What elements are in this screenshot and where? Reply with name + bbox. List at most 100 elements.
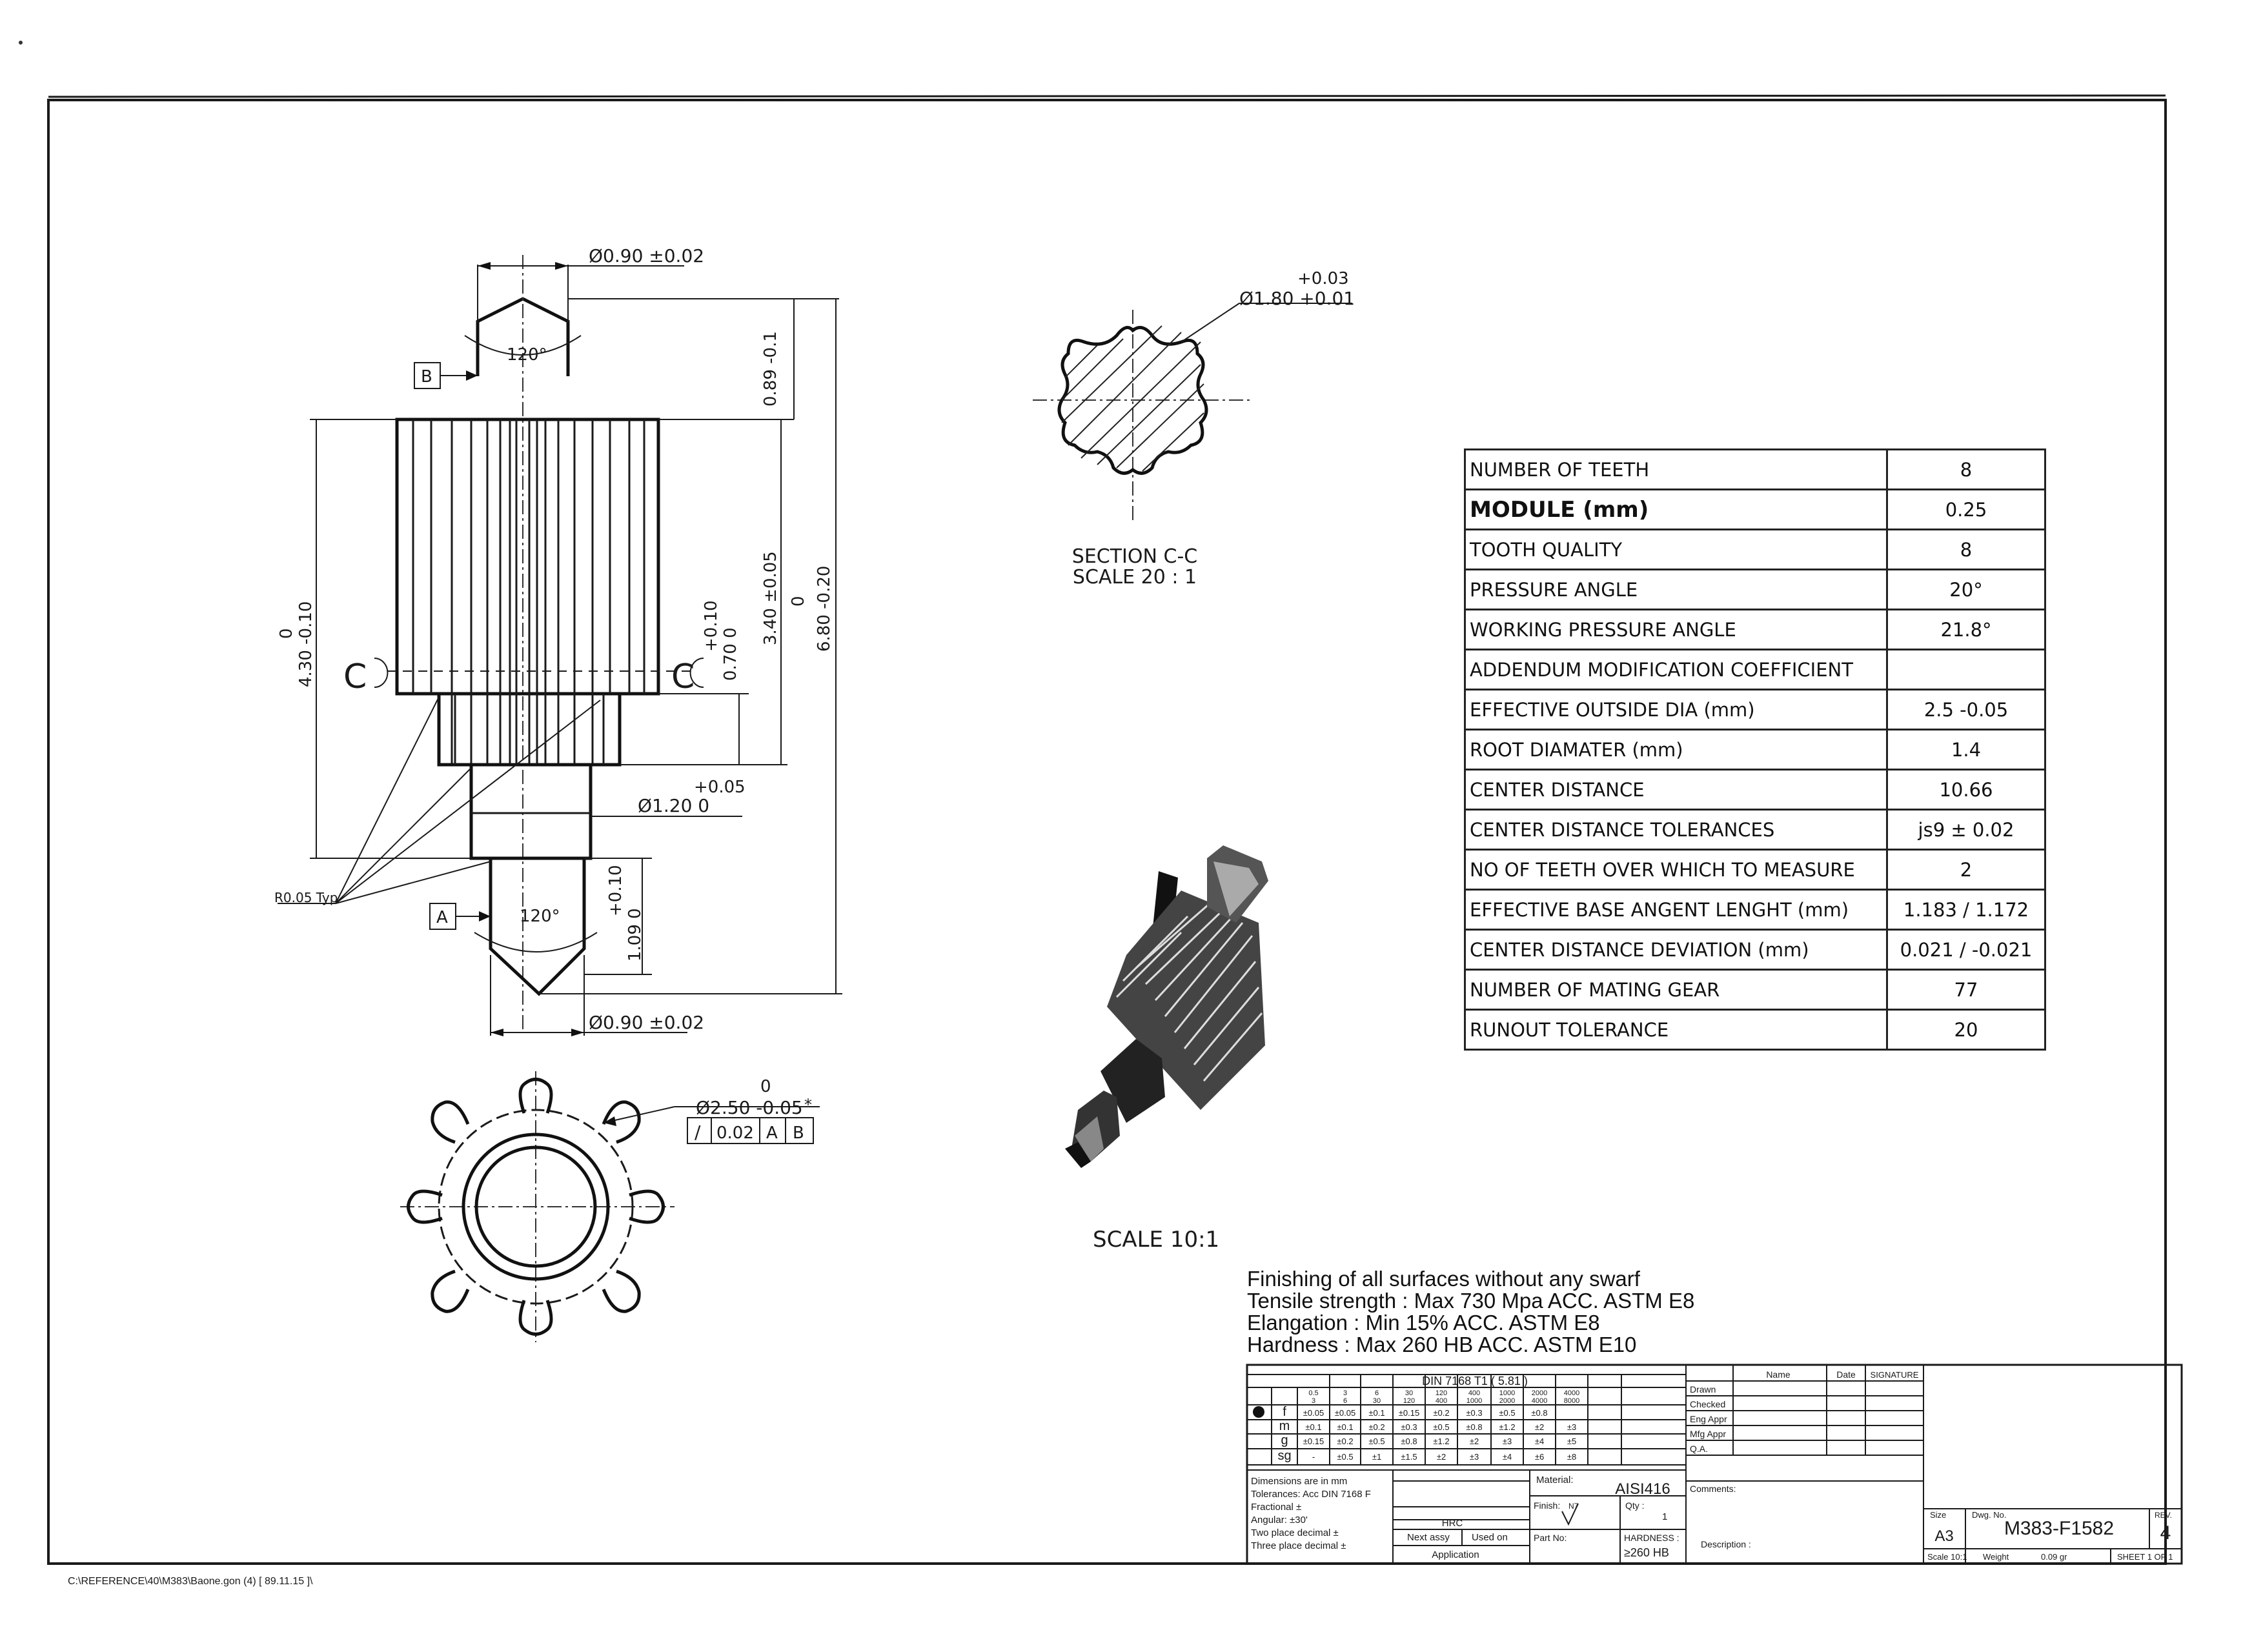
- note-line: Finishing of all surfaces without any sw…: [1247, 1267, 1640, 1291]
- tol-range-headers: 0.53366303012012040040010001000200020004…: [1308, 1389, 1579, 1405]
- finish-check-icon: [1561, 1503, 1579, 1526]
- tol-cell: ±0.5: [1499, 1408, 1515, 1418]
- dim-109: 1.09 0: [625, 908, 645, 962]
- spec-label: MODULE (mm): [1464, 489, 1888, 530]
- tol-cell: ±3: [1567, 1422, 1576, 1432]
- spec-label: ADDENDUM MODIFICATION COEFFICIENT: [1464, 649, 1888, 690]
- runout-datum-a: A: [766, 1123, 778, 1143]
- tol-cell: -: [1312, 1452, 1315, 1462]
- tol-class: g: [1281, 1433, 1288, 1447]
- tol-cell: ±0.05: [1303, 1408, 1324, 1418]
- section-scale: SCALE 20 : 1: [1073, 566, 1197, 589]
- tol-cell: ±1: [1372, 1452, 1381, 1462]
- weight-value: 0.09 gr: [2041, 1552, 2067, 1562]
- spec-label: CENTER DISTANCE TOLERANCES: [1464, 809, 1888, 851]
- spec-label: NO OF TEETH OVER WHICH TO MEASURE: [1464, 849, 1888, 891]
- runout-value: 0.02: [716, 1123, 754, 1143]
- tol-cell: ±0.1: [1305, 1422, 1321, 1432]
- tol-range-cell: 6: [1375, 1389, 1379, 1397]
- dim-angle-bottom: 120°: [520, 907, 560, 926]
- appr-qa: Q.A.: [1690, 1444, 1708, 1454]
- frame-top-shadow: [48, 94, 2166, 98]
- tol-cell: ±1.5: [1401, 1452, 1417, 1462]
- tol-cell: ±0.8: [1466, 1422, 1482, 1432]
- tol-cell: ±1.2: [1499, 1422, 1515, 1432]
- tol-cell: ±4: [1535, 1436, 1544, 1446]
- leader-note: R0.05 Typ: [274, 890, 338, 905]
- tol-cell: ±0.3: [1401, 1422, 1417, 1432]
- gen-hrc: HRC: [1442, 1518, 1463, 1529]
- tol-cell: ±0.15: [1399, 1408, 1419, 1418]
- datum-b-label: B: [421, 367, 432, 387]
- gen-tol: Tolerances: Acc DIN 7168 F: [1251, 1489, 1371, 1500]
- hardness-label: HARDNESS :: [1624, 1533, 1679, 1543]
- dim-680-upper: 0: [789, 596, 808, 607]
- runout-datum-b: B: [793, 1123, 804, 1143]
- tol-range-cell: 4000: [1564, 1389, 1579, 1397]
- dim-430: 4.30 -0.10: [296, 601, 316, 687]
- spec-value: 20: [1886, 1009, 2046, 1051]
- tol-cell: ±3: [1470, 1452, 1479, 1462]
- dwg-no-label: Dwg. No.: [1972, 1510, 2006, 1520]
- spec-row: CENTER DISTANCE DEVIATION (mm)0.021 / -0…: [1464, 929, 2046, 971]
- tol-class: sg: [1277, 1449, 1291, 1463]
- spec-value: 20°: [1886, 569, 2046, 610]
- dwg-no-value: M383-F1582: [2004, 1518, 2114, 1539]
- tol-cell: ±0.5: [1433, 1422, 1449, 1432]
- spec-value: 0.25: [1886, 489, 2046, 530]
- section-dim-upper: +0.03: [1297, 269, 1349, 288]
- tol-cell: ±2: [1470, 1436, 1479, 1446]
- dim-680: 6.80 -0.20: [815, 566, 834, 652]
- section-marker-right: C: [671, 658, 695, 696]
- spec-row: ADDENDUM MODIFICATION COEFFICIENT: [1464, 649, 2046, 690]
- datum-a-label: A: [436, 908, 448, 927]
- gen-three-place: Three place decimal ±: [1251, 1540, 1346, 1551]
- spec-value: 8: [1886, 529, 2046, 570]
- spec-label: NUMBER OF TEETH: [1464, 448, 1888, 490]
- spec-row: EFFECTIVE BASE ANGENT LENGHT (mm)1.183 /…: [1464, 889, 2046, 931]
- section-view: [1033, 303, 1352, 523]
- tol-range-cell: 3: [1312, 1397, 1315, 1405]
- qty-value: 1: [1662, 1511, 1667, 1522]
- spec-value: 2: [1886, 849, 2046, 891]
- tol-cell: ±4: [1503, 1452, 1512, 1462]
- tol-cell: ±0.5: [1337, 1452, 1353, 1462]
- tol-range-cell: 1000: [1466, 1397, 1482, 1405]
- spec-label: CENTER DISTANCE: [1464, 769, 1888, 811]
- tol-range-cell: 1000: [1499, 1389, 1515, 1397]
- spec-label: EFFECTIVE BASE ANGENT LENGHT (mm): [1464, 889, 1888, 931]
- section-marker-left: C: [343, 658, 367, 696]
- section-dim: Ø1.80 +0.01: [1239, 288, 1355, 309]
- tol-range-cell: 0.5: [1308, 1389, 1318, 1397]
- hardness-value: ≥260 HB: [1624, 1546, 1669, 1559]
- tol-range-cell: 400: [1468, 1389, 1480, 1397]
- dim-070-upper: +0.10: [702, 600, 721, 652]
- appr-hdr-name: Name: [1766, 1369, 1791, 1380]
- spec-label: WORKING PRESSURE ANGLE: [1464, 609, 1888, 650]
- tol-range-cell: 6: [1343, 1397, 1347, 1405]
- dim-tip-bottom: Ø0.90 ±0.02: [589, 1012, 704, 1033]
- gen-two-place: Two place decimal ±: [1251, 1527, 1339, 1538]
- tol-cell: ±3: [1503, 1436, 1512, 1446]
- tol-cell: ±5: [1567, 1436, 1576, 1446]
- front-view: [278, 255, 842, 1036]
- drawing-frame: [47, 99, 2167, 1565]
- tol-cell: ±0.8: [1401, 1436, 1417, 1446]
- tol-cell: ±0.1: [1337, 1422, 1353, 1432]
- spec-value: 10.66: [1886, 769, 2046, 811]
- iso-scale: SCALE 10:1: [1093, 1227, 1219, 1253]
- spec-label: RUNOUT TOLERANCE: [1464, 1009, 1888, 1051]
- appr-checked: Checked: [1690, 1399, 1725, 1409]
- sheet-value: SHEET 1 OF 1: [2117, 1552, 2173, 1562]
- end-view: [400, 1071, 820, 1342]
- tol-class: f: [1283, 1405, 1286, 1419]
- gen-next-assy: Next assy: [1407, 1532, 1450, 1543]
- title-block: [1246, 1364, 2183, 1565]
